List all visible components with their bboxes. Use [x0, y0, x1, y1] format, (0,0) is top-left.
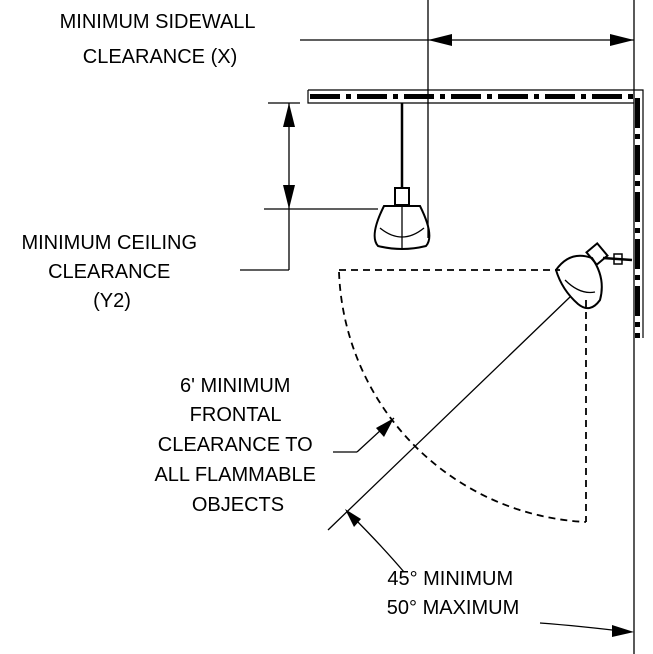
- label-line: MINIMUM CEILING: [21, 232, 197, 254]
- label-line: 45° MINIMUM: [387, 568, 513, 590]
- ceiling-mounted-heater: [373, 103, 431, 250]
- ceiling-dimension: [240, 102, 378, 271]
- label-line: ALL FLAMMABLE: [154, 464, 316, 486]
- sidewall-dimension: [300, 0, 634, 238]
- label-line: FRONTAL: [190, 404, 282, 426]
- frontal-leader: [333, 417, 395, 453]
- angle-arrows: [345, 509, 634, 637]
- label-line: 6' MINIMUM: [180, 375, 290, 397]
- label-line: CLEARANCE (X): [83, 46, 237, 68]
- frontal-clearance-zone: [338, 269, 587, 523]
- angle-lines: [327, 0, 635, 654]
- label-line: (Y2): [93, 290, 131, 312]
- label-line: 50° MAXIMUM: [387, 597, 519, 619]
- sidewall-clearance-label: MINIMUM SIDEWALL CLEARANCE (X): [60, 11, 261, 68]
- frontal-clearance-label: 6' MINIMUM FRONTAL CLEARANCE TO ALL FLAM…: [154, 375, 321, 516]
- wall-mounted-heater: [554, 241, 633, 310]
- angle-label: 45° MINIMUM 50° MAXIMUM: [387, 568, 519, 619]
- label-line: CLEARANCE TO: [158, 434, 313, 456]
- label-line: CLEARANCE: [48, 261, 170, 283]
- ceiling-clearance-label: MINIMUM CEILING CLEARANCE (Y2): [21, 232, 202, 312]
- ceiling-and-sidewall: [307, 89, 644, 338]
- label-line: OBJECTS: [192, 494, 284, 516]
- label-line: MINIMUM SIDEWALL: [60, 11, 256, 33]
